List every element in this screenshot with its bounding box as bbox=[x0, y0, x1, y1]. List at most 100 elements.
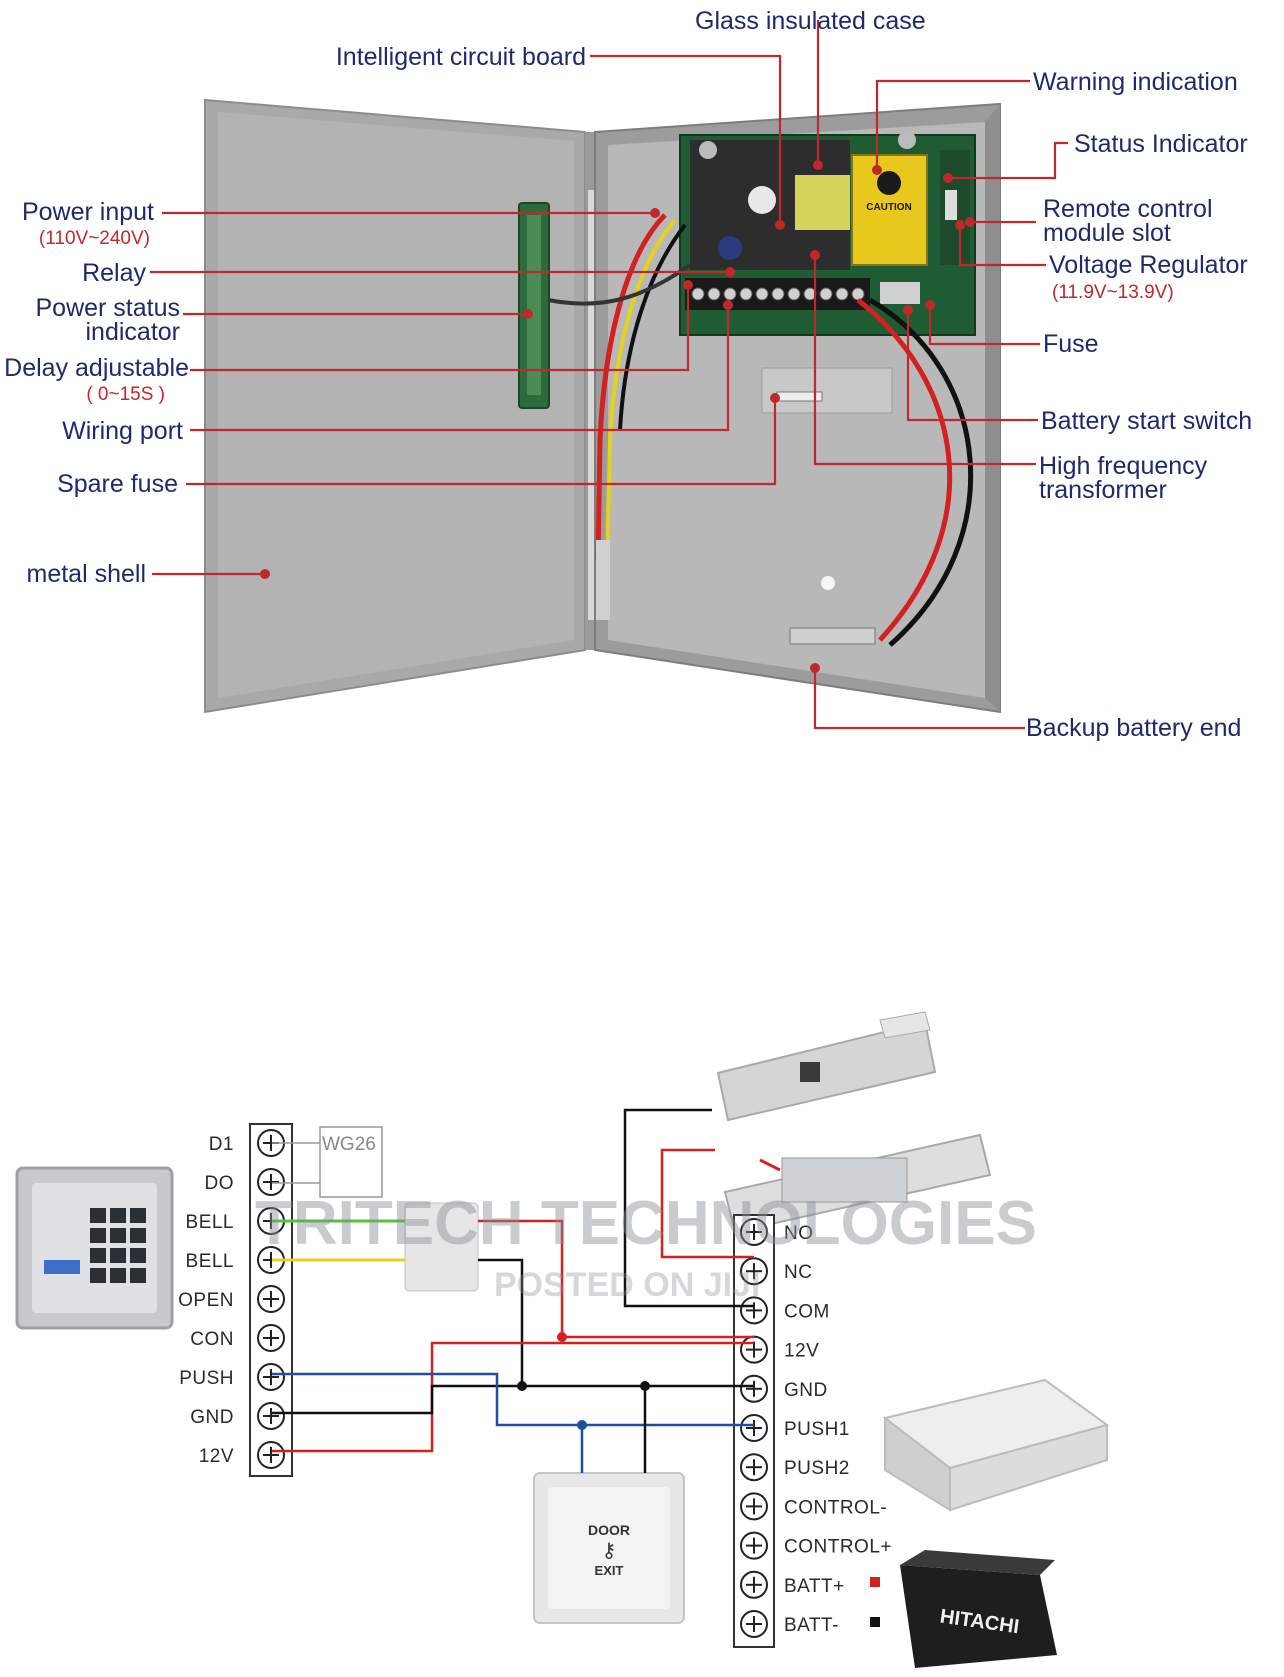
exit-button-line2: EXIT bbox=[595, 1563, 624, 1578]
label-warning-indication: Warning indication bbox=[1033, 68, 1238, 96]
label-glass-insulated-case: Glass insulated case bbox=[695, 7, 926, 35]
labels-left: Intelligent circuit board Power input (1… bbox=[4, 43, 586, 588]
right-terminal-label: PUSH2 bbox=[784, 1458, 850, 1479]
right-terminal-label: COM bbox=[784, 1301, 830, 1322]
left-terminal-label: BELL bbox=[186, 1212, 234, 1233]
terminal-screw bbox=[819, 287, 833, 301]
wire-battery-red bbox=[856, 298, 953, 642]
watermark-main: TRITECH TECHNOLOGIES bbox=[255, 1189, 1037, 1258]
right-terminal-label: CONTROL+ bbox=[784, 1537, 892, 1558]
label-status-indicator: Status Indicator bbox=[1074, 130, 1248, 158]
wire-lock-nc bbox=[660, 1148, 754, 1259]
batt-minus-marker bbox=[870, 1617, 880, 1627]
terminal-screw bbox=[787, 287, 801, 301]
bolt-lock bbox=[723, 1133, 992, 1234]
label-remote-control: Remote control bbox=[1043, 195, 1213, 223]
right-terminal-label: NO bbox=[784, 1223, 814, 1244]
label-high-frequency: High frequency bbox=[1039, 452, 1208, 480]
terminal-screw bbox=[851, 287, 865, 301]
label-transformer: transformer bbox=[1039, 476, 1167, 504]
backup-battery-terminals bbox=[789, 627, 876, 645]
label-voltage-range: (11.9V~13.9V) bbox=[1052, 282, 1174, 303]
terminal-screw bbox=[739, 287, 753, 301]
keypad-key bbox=[130, 1228, 146, 1243]
wire-to-door bbox=[547, 263, 692, 306]
wire-bundle-red bbox=[595, 213, 667, 561]
key-icon: ⚷ bbox=[602, 1540, 617, 1562]
right-terminal-label: GND bbox=[784, 1380, 828, 1401]
terminal-screw bbox=[707, 287, 721, 301]
right-terminal-label: BATT+ bbox=[784, 1576, 845, 1597]
keypad-key bbox=[110, 1268, 126, 1283]
terminal-screw bbox=[723, 287, 737, 301]
left-terminal-label: CON bbox=[190, 1329, 234, 1350]
keypad-key bbox=[130, 1208, 146, 1223]
label-power-status: Power status bbox=[35, 294, 180, 322]
leader-dots bbox=[260, 160, 975, 673]
right-terminal-label: PUSH1 bbox=[784, 1419, 850, 1440]
wire-push bbox=[272, 1372, 754, 1427]
keypad-key bbox=[90, 1248, 106, 1263]
terminal-screw bbox=[771, 287, 785, 301]
label-spare-fuse: Spare fuse bbox=[57, 470, 178, 498]
wire-gnd bbox=[272, 1384, 754, 1415]
keypad-key bbox=[110, 1228, 126, 1243]
junction-dots bbox=[517, 1332, 650, 1430]
wire-bundle-black bbox=[618, 223, 687, 431]
wg26-label: WG26 bbox=[322, 1134, 376, 1155]
keypad-key bbox=[130, 1268, 146, 1283]
door-exit-button: DOOR ⚷ EXIT bbox=[533, 1472, 685, 1624]
magnetic-lock bbox=[716, 1011, 937, 1122]
keypad-key bbox=[110, 1208, 126, 1223]
keypad-key bbox=[130, 1248, 146, 1263]
terminal-screw bbox=[755, 287, 769, 301]
wire-bundle-yellow bbox=[605, 218, 677, 561]
left-terminal-label: 12V bbox=[199, 1446, 234, 1467]
power-supply-box bbox=[882, 1378, 1110, 1512]
right-terminal-label: BATT- bbox=[784, 1615, 839, 1636]
keypad-key bbox=[90, 1228, 106, 1243]
access-keypad bbox=[15, 1166, 174, 1330]
left-terminal-label: PUSH bbox=[179, 1368, 234, 1389]
label-power-input-range: (110V~240V) bbox=[39, 228, 150, 249]
wire-lock-com bbox=[623, 1108, 754, 1308]
left-terminal-label: BELL bbox=[186, 1251, 234, 1272]
right-terminal-label: NC bbox=[784, 1262, 812, 1283]
label-delay-adjustable: Delay adjustable bbox=[4, 354, 189, 382]
label-module-slot: module slot bbox=[1043, 219, 1171, 247]
leader-lines bbox=[150, 20, 1068, 730]
label-power-input: Power input bbox=[22, 198, 154, 226]
watermark-sub: POSTED ON JIJI bbox=[494, 1266, 760, 1304]
label-power-status-line2: indicator bbox=[86, 318, 181, 346]
terminal-screw bbox=[835, 287, 849, 301]
keypad-key bbox=[110, 1248, 126, 1263]
wire-12v bbox=[272, 1341, 754, 1453]
backup-battery: HITACHI bbox=[900, 1550, 1057, 1668]
keypad-key bbox=[90, 1208, 106, 1223]
left-terminal-label: GND bbox=[190, 1407, 234, 1428]
wire-battery-black bbox=[868, 297, 974, 647]
label-backup-battery-end: Backup battery end bbox=[1026, 714, 1241, 742]
label-battery-start-switch: Battery start switch bbox=[1041, 407, 1252, 435]
label-wiring-port: Wiring port bbox=[62, 417, 183, 445]
right-terminal-label: CONTROL- bbox=[784, 1497, 887, 1518]
caution-text: CAUTION bbox=[866, 202, 912, 213]
power-supply-photo: CAUTION bbox=[204, 98, 1001, 714]
left-terminal-label: D1 bbox=[209, 1134, 234, 1155]
terminal-screw bbox=[691, 287, 705, 301]
wiring bbox=[272, 1108, 754, 1473]
label-voltage-regulator: Voltage Regulator bbox=[1049, 251, 1248, 279]
left-terminal-label: OPEN bbox=[178, 1290, 234, 1311]
label-fuse: Fuse bbox=[1043, 330, 1099, 358]
keypad-key bbox=[90, 1268, 106, 1283]
right-terminal-label: 12V bbox=[784, 1341, 819, 1362]
wg26-box: WG26 bbox=[272, 1126, 383, 1198]
spare-fuse-holder bbox=[761, 367, 893, 414]
left-terminal-label: DO bbox=[205, 1173, 235, 1194]
batt-plus-marker bbox=[870, 1577, 880, 1587]
exit-button-line1: DOOR bbox=[588, 1522, 630, 1538]
wire-bell-12v bbox=[478, 1219, 754, 1339]
